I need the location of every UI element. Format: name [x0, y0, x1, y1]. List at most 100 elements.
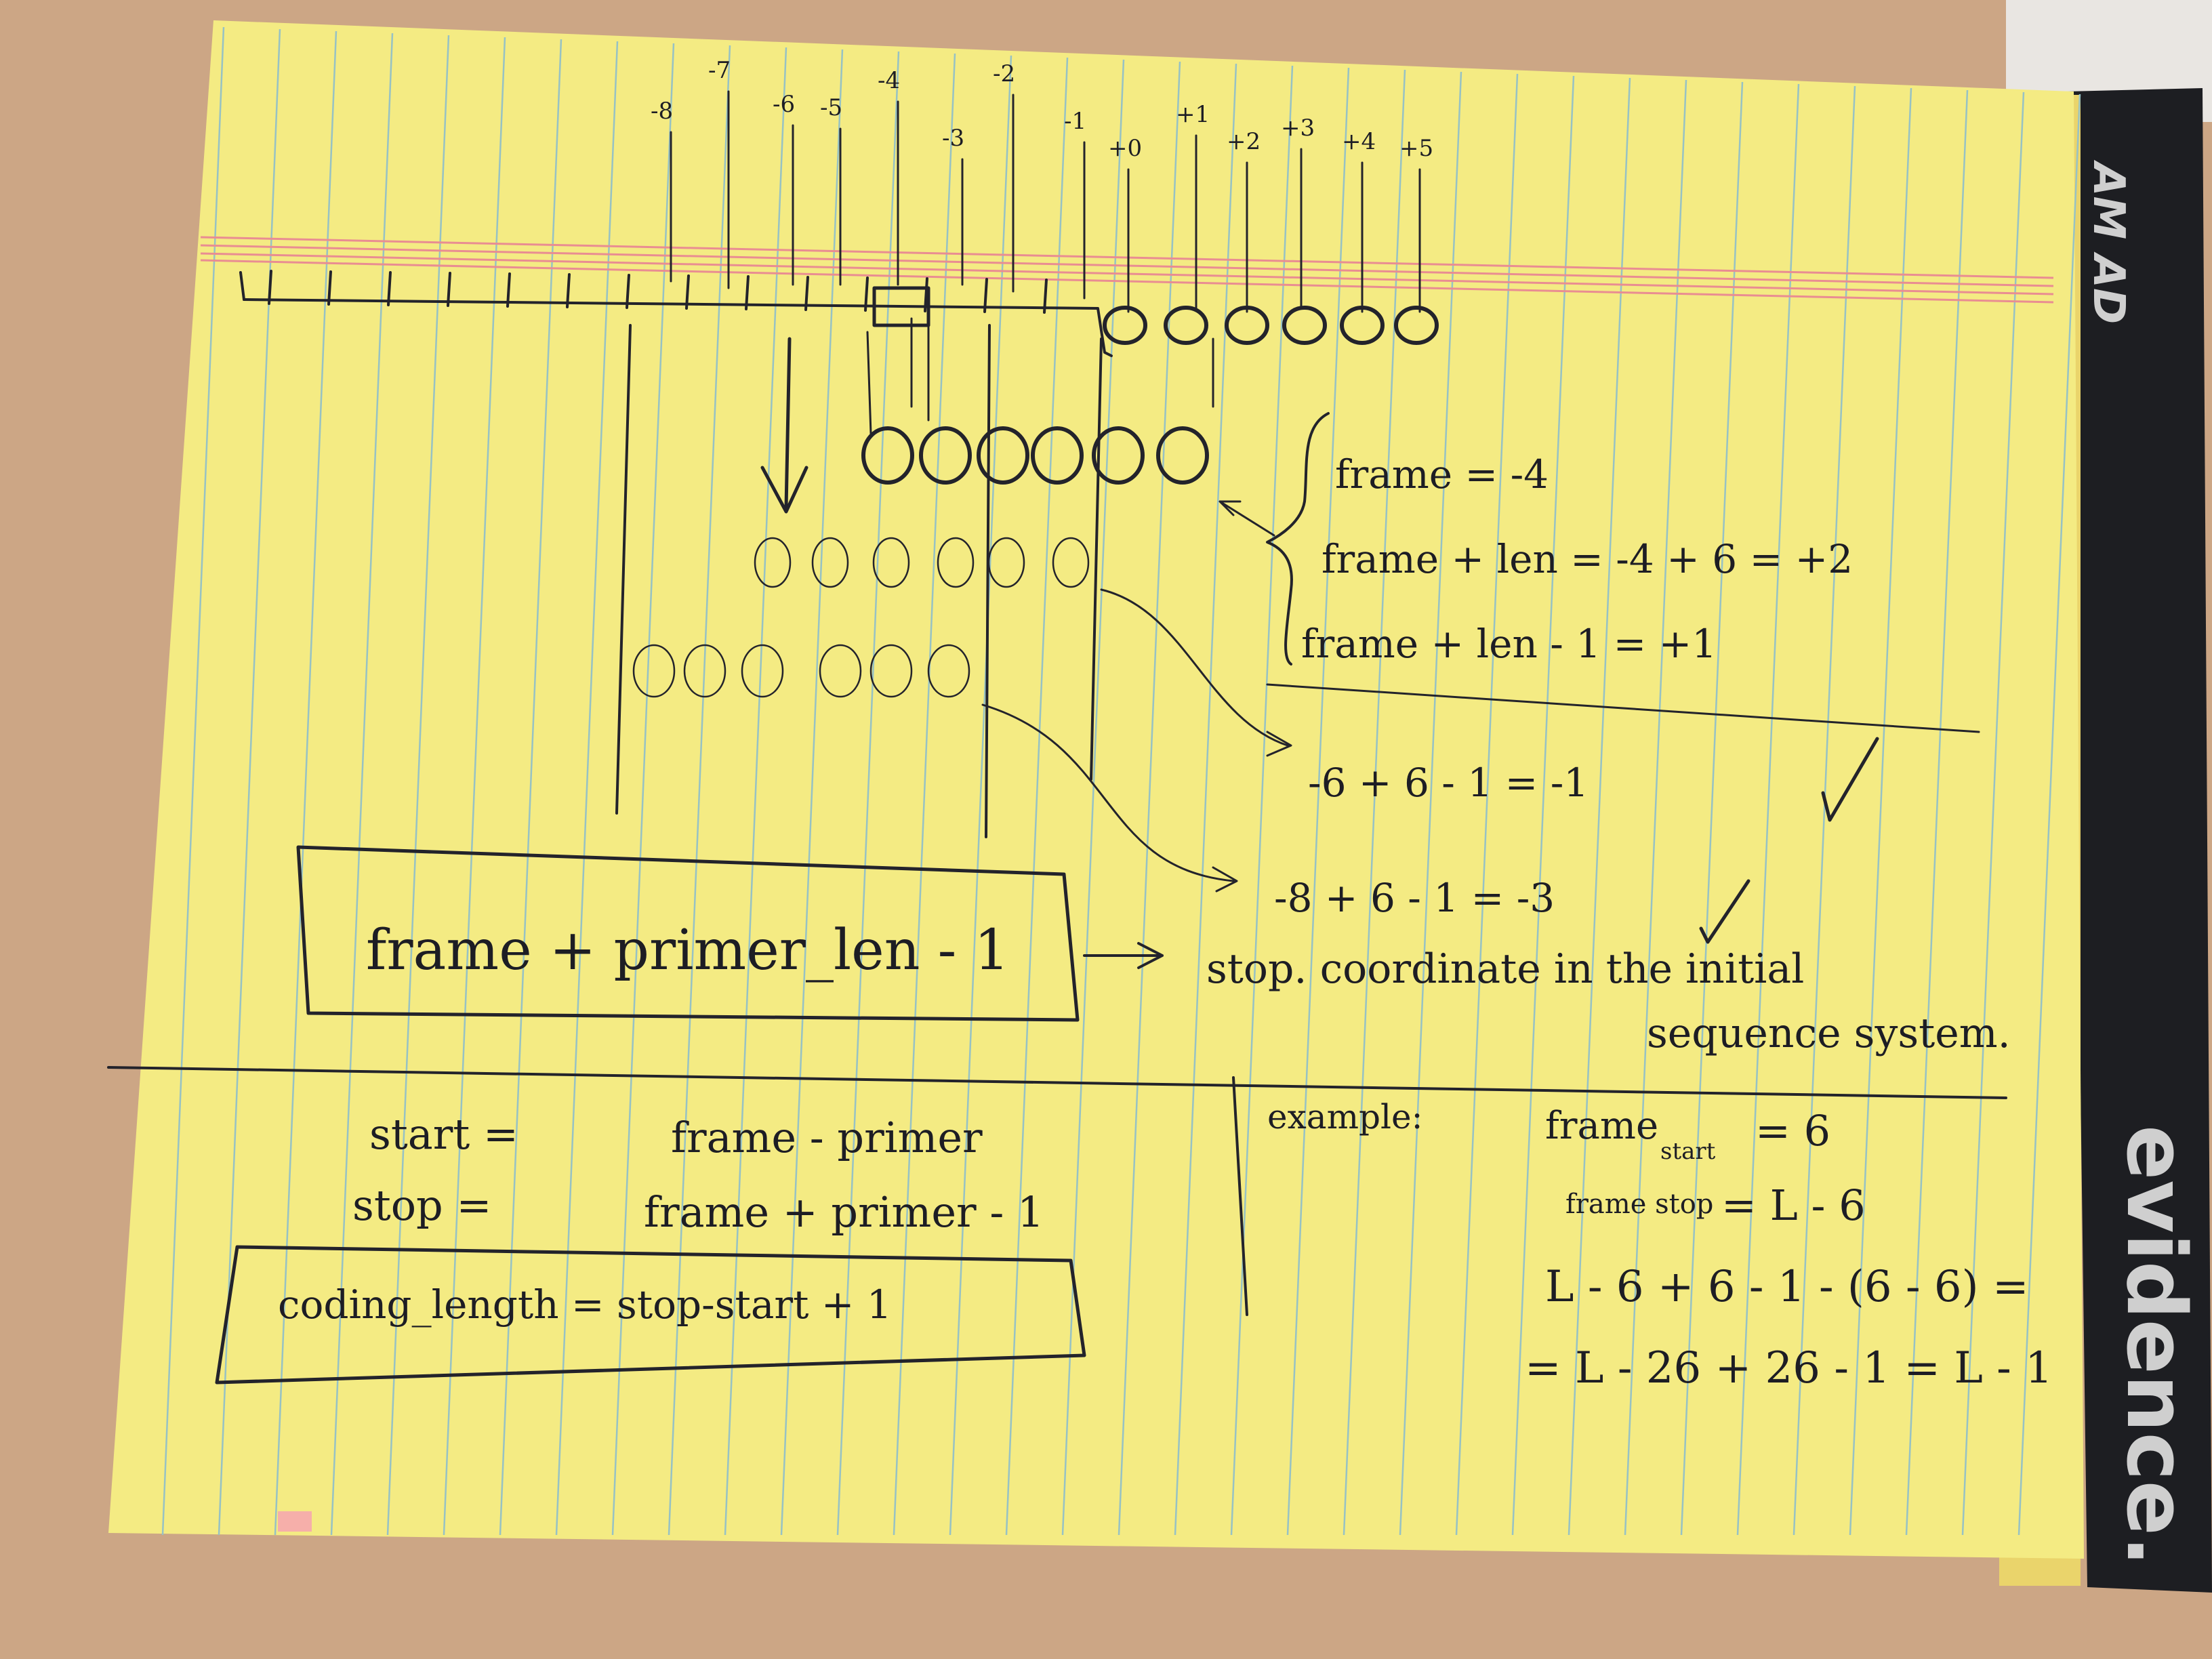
strip-cell-divider	[387, 271, 392, 306]
formula-boxed: frame + primer_len - 1	[366, 918, 1010, 983]
bead-circle	[1394, 306, 1439, 345]
bead-circle	[1282, 306, 1327, 345]
example-frame-stop-val: = L - 6	[1721, 1181, 1866, 1230]
paper-rule-line	[668, 45, 731, 1536]
strip-cell-divider	[506, 272, 511, 308]
section-divider	[107, 1066, 2007, 1099]
strip-cell-divider	[327, 270, 332, 306]
bead-circle	[683, 644, 726, 698]
eq-frame-len-1: frame + len - 1 = +1	[1301, 621, 1717, 667]
paper-rule-line	[330, 33, 394, 1536]
bead-circle	[1156, 426, 1209, 485]
column-divider	[1232, 1076, 1248, 1316]
paper-rule-line	[836, 51, 900, 1536]
example-label: example:	[1267, 1097, 1422, 1136]
def-start: start =	[369, 1109, 518, 1159]
tick-label: -1	[1064, 108, 1086, 135]
paper-rule-line	[1230, 65, 1294, 1536]
example-line2: = L - 26 + 26 - 1 = L - 1	[1525, 1343, 2053, 1393]
paper-rule-line	[611, 43, 675, 1536]
def-coding: coding_length = stop-start + 1	[278, 1282, 892, 1328]
coding-box	[215, 1245, 1086, 1385]
bead-circle	[1052, 537, 1090, 588]
paper-rule-line	[1905, 89, 1969, 1536]
bead-circle	[811, 537, 849, 588]
def-stop: stop =	[352, 1181, 491, 1230]
strip-cell-divider	[924, 277, 928, 312]
bead-circle	[1103, 306, 1147, 345]
paper-rule-line	[1624, 79, 1687, 1536]
bead-circle	[1340, 306, 1385, 345]
paper-rule-line	[1005, 57, 1069, 1536]
eq-calc-b: -6 + 6 - 1 = -1	[1308, 760, 1589, 806]
tick-label: +1	[1176, 101, 1210, 128]
strip-cell-divider	[864, 276, 869, 312]
bead-circle	[861, 426, 914, 485]
tick-label: +5	[1399, 135, 1433, 162]
paper-rule-line	[1793, 85, 1856, 1536]
paper-rule-line	[1118, 61, 1181, 1536]
paper-rule-line	[893, 53, 956, 1536]
paper-rule-line	[1061, 59, 1125, 1536]
strip-cell-divider	[1043, 279, 1048, 314]
formula-desc-1: stop. coordinate in the initial	[1206, 945, 1804, 993]
tick-label: +3	[1281, 115, 1315, 142]
def-stop-rhs: frame + primer - 1	[644, 1187, 1044, 1237]
legal-pad-sheet	[108, 20, 2084, 1559]
paper-rule-line	[1680, 81, 1744, 1536]
paper-rule-line	[1286, 67, 1350, 1536]
paper-rule-line	[1849, 87, 1912, 1536]
eq-calc-c: -8 + 6 - 1 = -3	[1274, 875, 1555, 921]
strip-cell-divider	[626, 274, 630, 309]
bead-circle	[1225, 306, 1269, 345]
bead-circle	[869, 644, 913, 698]
example-frame: frame	[1545, 1104, 1658, 1148]
bead-circle	[1092, 426, 1145, 485]
tick-label: +4	[1342, 128, 1376, 155]
example-frame-val: = 6	[1755, 1106, 1830, 1155]
strip-cell-divider	[804, 276, 809, 311]
brand-top-label: AM AD	[2083, 159, 2133, 324]
def-start-rhs: frame - primer	[671, 1113, 983, 1162]
strip-cell-divider	[566, 273, 571, 308]
tick-label: -4	[878, 67, 900, 94]
strip-cell-divider	[447, 272, 451, 307]
brand-spine-label: evidence.	[2108, 1125, 2203, 1567]
paper-rule-line	[1399, 71, 1462, 1536]
bead-circle	[977, 426, 1029, 485]
tick-label: +0	[1108, 135, 1142, 162]
sequence-diagram: -8-7-6-5-4-3-2-1+0+1+2+3+4+5	[239, 57, 1980, 944]
paper-rule-line	[443, 37, 506, 1536]
strip-cell-divider	[983, 278, 988, 313]
paper-rule-line	[780, 49, 844, 1536]
paper-rule-line	[1961, 91, 2025, 1536]
example-frame-sub: start	[1660, 1138, 1716, 1165]
bead-circle	[872, 537, 910, 588]
bead-circle	[741, 644, 784, 698]
example-line1: L - 6 + 6 - 1 - (6 - 6) =	[1545, 1262, 2029, 1312]
paper-rule-line	[274, 30, 337, 1536]
tick-label: +2	[1227, 128, 1261, 155]
formula-box	[296, 845, 1080, 1022]
paper-rule-line	[1511, 75, 1575, 1536]
paper-rule-line	[1736, 83, 1800, 1536]
paper-rule-line	[724, 47, 787, 1536]
tick-label: -8	[651, 98, 673, 125]
bead-circle	[927, 644, 970, 698]
tick-label: -7	[708, 57, 731, 84]
paper-rule-line	[2018, 94, 2081, 1536]
paper-rule-line	[949, 55, 1012, 1536]
bead-circle	[919, 426, 972, 485]
paper-rule-line	[1568, 77, 1631, 1536]
bead-circle	[1164, 306, 1208, 345]
bead-circle	[819, 644, 862, 698]
strip-cell-divider	[685, 274, 690, 310]
paper-rule-line	[1455, 73, 1519, 1536]
paper-rule-line	[161, 26, 225, 1536]
paper-rule-line	[1174, 63, 1237, 1536]
paper-rule-line	[1343, 69, 1406, 1536]
formula-desc-2: sequence system.	[1647, 1010, 2011, 1057]
paper-rule-line	[499, 39, 562, 1536]
notepad-backing	[2067, 88, 2212, 1593]
